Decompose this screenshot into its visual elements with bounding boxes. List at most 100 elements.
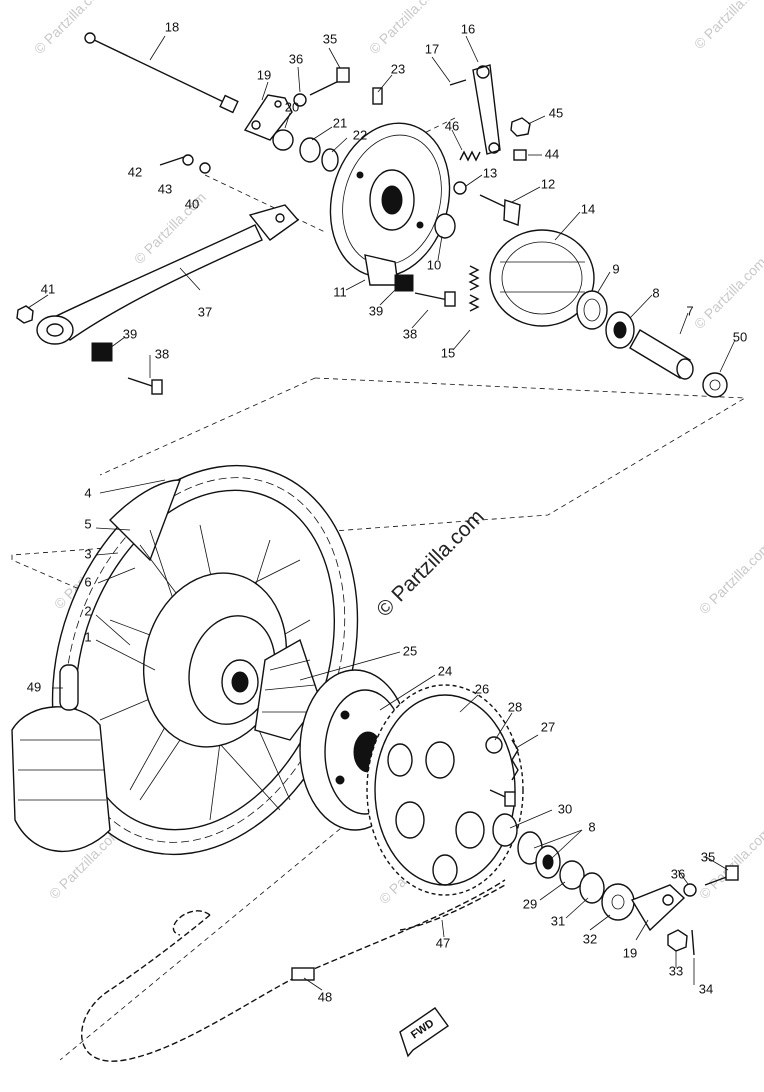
label-part-35-lower: 35 xyxy=(701,849,715,864)
label-part-42: 42 xyxy=(128,164,142,179)
label-part-44: 44 xyxy=(545,146,559,161)
label-part-50: 50 xyxy=(733,329,747,344)
label-part-20: 20 xyxy=(285,99,299,114)
label-part-8-lower: 8 xyxy=(588,819,595,834)
label-part-24: 24 xyxy=(438,663,452,678)
rear-axle xyxy=(84,32,239,114)
label-part-7: 7 xyxy=(686,303,693,318)
o-ring xyxy=(321,148,339,172)
collar-31 xyxy=(579,872,605,904)
rear-sprocket xyxy=(366,684,524,896)
master-link xyxy=(291,967,315,981)
brake-cam-lever xyxy=(472,64,501,155)
chain-adjuster-plate xyxy=(243,94,293,141)
axle-nut xyxy=(667,929,688,952)
label-part-21: 21 xyxy=(333,115,347,130)
brake-shoe-plate xyxy=(329,122,451,286)
oil-seal-30 xyxy=(492,813,518,847)
drive-chain xyxy=(80,879,506,1062)
label-part-2: 2 xyxy=(84,603,91,618)
nut-41 xyxy=(16,305,34,324)
tire-cutaway xyxy=(11,664,111,852)
label-part-15: 15 xyxy=(441,345,455,360)
return-spring xyxy=(459,150,481,162)
watermark-text: © Partzilla.com xyxy=(31,0,109,57)
label-part-39-upper: 39 xyxy=(369,303,383,318)
assembly-guide-line xyxy=(99,377,316,476)
sprocket-bolt xyxy=(489,789,516,807)
label-part-23: 23 xyxy=(391,61,405,76)
label-part-38-lower: 38 xyxy=(155,346,169,361)
label-part-40: 40 xyxy=(185,196,199,211)
label-part-28: 28 xyxy=(508,699,522,714)
leader-lines xyxy=(27,35,736,991)
nut-28 xyxy=(485,736,503,754)
label-part-31: 31 xyxy=(551,913,565,928)
label-part-13: 13 xyxy=(483,165,497,180)
brake-shoe xyxy=(489,229,595,327)
oil-seal xyxy=(576,290,608,330)
label-part-34: 34 xyxy=(699,981,713,996)
label-part-39-lower: 39 xyxy=(123,326,137,341)
label-part-25: 25 xyxy=(403,643,417,658)
adjuster-nut-lower xyxy=(683,883,697,897)
bush-upper xyxy=(394,274,414,292)
part-labels: 18 19 36 35 20 21 22 23 17 16 46 45 44 1… xyxy=(27,19,747,1004)
adjuster-nut xyxy=(293,93,307,107)
forward-arrow: FWD xyxy=(399,1007,449,1058)
label-part-26: 26 xyxy=(475,681,489,696)
label-part-41: 41 xyxy=(41,281,55,296)
bolt-lower xyxy=(127,377,163,395)
lock-washer xyxy=(511,739,519,781)
adjuster-bolt-lower xyxy=(704,865,739,886)
bush-lower xyxy=(91,342,113,362)
label-part-5: 5 xyxy=(84,516,91,531)
label-part-22: 22 xyxy=(353,127,367,142)
torque-arm xyxy=(36,204,300,345)
washer-43 xyxy=(182,154,194,166)
shoe-spring xyxy=(468,265,480,312)
label-part-8-upper: 8 xyxy=(652,285,659,300)
label-part-19-upper: 19 xyxy=(257,67,271,82)
label-part-38-upper: 38 xyxy=(403,326,417,341)
label-part-48: 48 xyxy=(318,989,332,1004)
label-part-37: 37 xyxy=(198,304,212,319)
label-part-45: 45 xyxy=(549,105,563,120)
label-part-17: 17 xyxy=(425,41,439,56)
label-part-3: 3 xyxy=(84,546,91,561)
label-part-47: 47 xyxy=(436,935,450,950)
label-part-4: 4 xyxy=(84,485,91,500)
label-part-46: 46 xyxy=(445,118,459,133)
wheel-spacer xyxy=(629,329,694,380)
bolt-upper xyxy=(414,291,456,307)
lever-bolt xyxy=(449,79,467,86)
label-part-36-upper: 36 xyxy=(289,51,303,66)
label-part-36-lower: 36 xyxy=(671,866,685,881)
label-part-1: 1 xyxy=(84,629,91,644)
brake-cam xyxy=(479,194,521,226)
cam-washer xyxy=(453,181,467,195)
label-part-19-lower: 19 xyxy=(623,945,637,960)
label-part-11: 11 xyxy=(333,284,347,299)
collar-50 xyxy=(702,372,728,398)
label-part-10: 10 xyxy=(427,257,441,272)
center-watermark: © Partzilla.com xyxy=(372,505,488,621)
label-part-32: 32 xyxy=(583,931,597,946)
label-part-9: 9 xyxy=(612,261,619,276)
label-part-29: 29 xyxy=(523,896,537,911)
label-part-6: 6 xyxy=(84,574,91,589)
label-part-27: 27 xyxy=(541,719,555,734)
lever-nut xyxy=(510,117,531,137)
circlip xyxy=(559,860,585,890)
label-part-14: 14 xyxy=(581,201,595,216)
rim-band xyxy=(109,479,182,562)
chain-adjuster-plate-lower xyxy=(630,884,686,932)
watermark-text: © Partzilla.com xyxy=(696,539,764,617)
label-part-12: 12 xyxy=(541,176,555,191)
adjuster-bolt xyxy=(309,67,350,96)
spacer xyxy=(299,137,321,163)
label-part-43: 43 xyxy=(158,181,172,196)
label-part-16: 16 xyxy=(461,21,475,36)
label-part-18: 18 xyxy=(165,19,179,34)
